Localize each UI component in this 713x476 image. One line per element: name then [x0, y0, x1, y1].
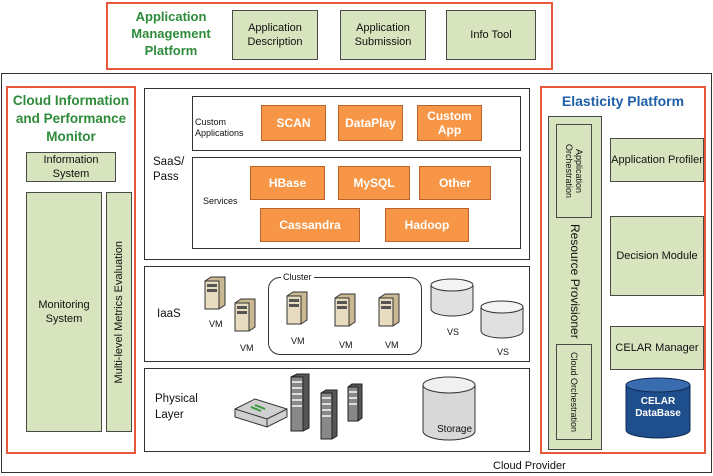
cipm-title: Cloud Information and Performance Monito… — [12, 93, 130, 144]
resource-provisioner-label: Resource Provisioner — [568, 223, 582, 339]
cloud-provider-frame — [1, 73, 712, 473]
metrics-evaluation-box[interactable]: Multi-level Metrics Evaluation — [106, 192, 132, 432]
storage-cylinder-icon — [480, 300, 524, 339]
iaas-layer: IaaS VM VM Cluster VM VM — [144, 266, 530, 362]
application-profiler-box[interactable]: Application Profiler — [610, 138, 704, 182]
server-rack-icon — [347, 383, 363, 422]
celar-database[interactable]: CELAR DataBase — [624, 376, 692, 440]
amp-title: Application Management Platform — [131, 9, 211, 58]
vm-label: VM — [385, 340, 399, 350]
hadoop-box[interactable]: Hadoop — [385, 208, 469, 242]
vm-label: VM — [291, 336, 305, 346]
cluster-label: Cluster — [281, 272, 314, 283]
server-rack-icon — [320, 389, 338, 440]
cluster-group: Cluster VM VM VM — [268, 272, 422, 355]
physical-layer: Physical Layer Storage — [144, 368, 530, 452]
services-panel: Services HBase MySQL Other Cassandra Had… — [192, 157, 521, 249]
application-submission-box[interactable]: Application Submission — [340, 10, 426, 60]
celar-database-label: CELAR DataBase — [635, 396, 681, 419]
monitoring-system-box[interactable]: Monitoring System — [26, 192, 102, 432]
mysql-box[interactable]: MySQL — [338, 166, 410, 200]
database-cylinder-icon — [625, 377, 691, 439]
vm-label: VM — [339, 340, 353, 350]
resource-provisioner-label-wrap: Resource Provisioner — [548, 218, 602, 344]
cloud-orchestration-label: Cloud Orchestration — [569, 351, 579, 433]
hbase-box[interactable]: HBase — [250, 166, 325, 200]
storage-cylinder-icon — [430, 278, 474, 317]
storage-cylinder-icon — [422, 376, 476, 441]
decision-module-box[interactable]: Decision Module — [610, 216, 704, 296]
vs-label: VS — [447, 327, 460, 337]
storage-label: Storage — [437, 424, 473, 435]
application-orchestration-box[interactable]: Application Orchestration — [556, 124, 592, 218]
server-icon — [286, 291, 308, 325]
application-management-platform: Application Management Platform Applicat… — [106, 2, 553, 70]
vm-label: VM — [209, 319, 223, 329]
network-switch-icon — [234, 398, 288, 428]
other-box[interactable]: Other — [419, 166, 491, 200]
iaas-label: IaaS — [157, 308, 181, 320]
server-rack-icon — [290, 373, 310, 432]
vm-label: VM — [240, 343, 254, 353]
saas-label: SaaS/ Pass — [153, 156, 185, 183]
custom-applications-panel: Custom Applications SCAN DataPlay Custom… — [192, 96, 521, 151]
custom-applications-label: Custom Applications — [195, 117, 244, 138]
celar-manager-box[interactable]: CELAR Manager — [610, 326, 704, 370]
server-icon — [378, 293, 400, 327]
application-description-box[interactable]: Application Description — [232, 10, 318, 60]
application-orchestration-label: Application Orchestration — [564, 143, 584, 199]
info-tool-box[interactable]: Info Tool — [446, 10, 536, 60]
server-icon — [334, 293, 356, 327]
server-icon — [204, 276, 226, 310]
services-label: Services — [203, 196, 238, 206]
cloud-orchestration-box[interactable]: Cloud Orchestration — [556, 344, 592, 440]
cloud-info-performance-monitor: Cloud Information and Performance Monito… — [6, 86, 136, 454]
saas-layer: SaaS/ Pass Custom Applications SCAN Data… — [144, 88, 530, 260]
elasticity-platform-title: Elasticity Platform — [561, 93, 685, 109]
server-icon — [234, 298, 256, 332]
elasticity-platform: Elasticity Platform Application Orchestr… — [540, 86, 706, 454]
cassandra-box[interactable]: Cassandra — [260, 208, 360, 242]
metrics-evaluation-label: Multi-level Metrics Evaluation — [113, 240, 125, 384]
physical-layer-label: Physical Layer — [155, 393, 198, 421]
scan-box[interactable]: SCAN — [261, 105, 326, 141]
information-system-box[interactable]: Information System — [26, 152, 116, 182]
dataplay-box[interactable]: DataPlay — [338, 105, 403, 141]
vs-label: VS — [497, 347, 510, 357]
custom-app-box[interactable]: Custom App — [417, 105, 482, 141]
cloud-provider-label: Cloud Provider — [493, 460, 566, 472]
